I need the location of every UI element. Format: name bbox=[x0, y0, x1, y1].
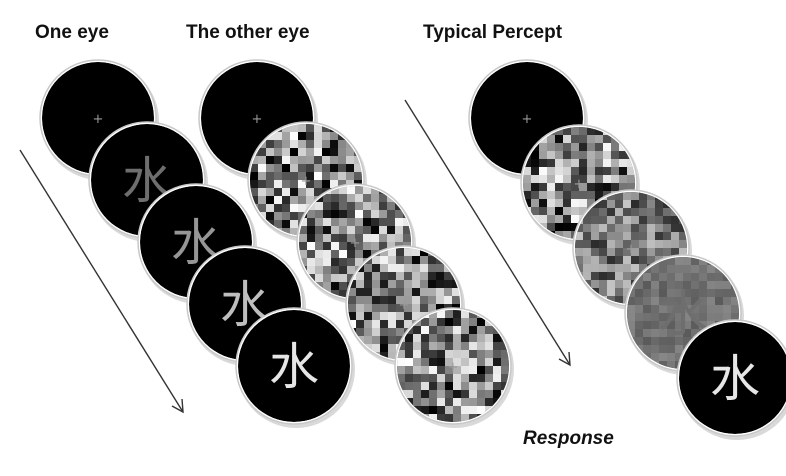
typical-percept-sequence: +++水水 bbox=[469, 60, 786, 440]
stimulus-disc-character: 水 bbox=[677, 320, 786, 440]
fixation-cross: + bbox=[399, 298, 410, 313]
fixation-cross: + bbox=[350, 236, 361, 251]
stimulus-disc-mask: + bbox=[395, 308, 514, 428]
fixation-cross: + bbox=[626, 242, 637, 257]
title-one-eye: One eye bbox=[35, 22, 109, 43]
fixation-cross: + bbox=[448, 360, 459, 375]
fixation-cross: + bbox=[93, 112, 104, 127]
stimulus-disc-character: 水 bbox=[236, 308, 355, 428]
title-other-eye: The other eye bbox=[186, 22, 310, 43]
fixation-cross: + bbox=[522, 112, 533, 127]
response-label: Response bbox=[523, 428, 614, 449]
character-stimulus: 水 bbox=[269, 338, 319, 396]
title-typical-percept: Typical Percept bbox=[423, 22, 563, 43]
fixation-cross: + bbox=[252, 112, 263, 127]
fixation-cross: + bbox=[574, 177, 585, 192]
character-stimulus: 水 bbox=[710, 350, 760, 408]
fixation-cross: + bbox=[301, 174, 312, 189]
